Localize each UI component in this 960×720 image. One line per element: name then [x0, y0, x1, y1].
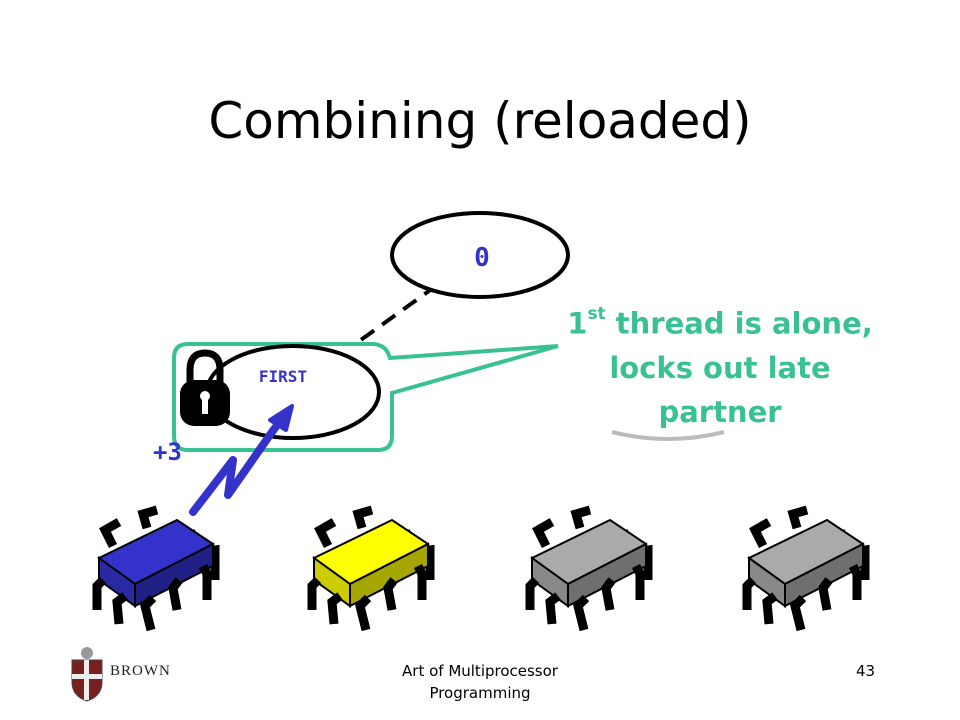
combining-node	[205, 344, 381, 440]
callout-line-3: partner	[658, 394, 782, 429]
request-arrow	[189, 404, 294, 516]
root-node-value: 0	[474, 243, 490, 273]
page-number: 43	[856, 662, 876, 680]
brown-logo-text: BROWN	[110, 663, 171, 679]
root-node	[390, 211, 570, 299]
node-state-label: FIRST	[259, 367, 307, 386]
increment-label: +3	[153, 438, 182, 466]
slide-title: Combining (reloaded)	[208, 92, 752, 150]
lock-icon	[180, 349, 230, 426]
processor-chip-2	[307, 505, 435, 632]
callout-line-2: locks out late	[609, 350, 831, 385]
footer-course-title: Art of Multiprocessor Programming	[402, 662, 558, 702]
ordinal-number: 1	[567, 306, 588, 341]
processor-chip-1	[92, 505, 220, 632]
callout-shadow	[611, 430, 725, 441]
callout-line-1: 1st thread is alone,	[520, 296, 920, 346]
callout-line-1-rest: thread is alone,	[605, 306, 873, 341]
processor-chip-3	[525, 505, 653, 632]
callout-text: 1st thread is alone, locks out late part…	[520, 296, 920, 434]
ordinal-suffix: st	[587, 304, 606, 324]
processor-chip-4	[742, 505, 870, 632]
brown-shield-logo	[71, 647, 103, 702]
tree-edge	[338, 281, 442, 357]
